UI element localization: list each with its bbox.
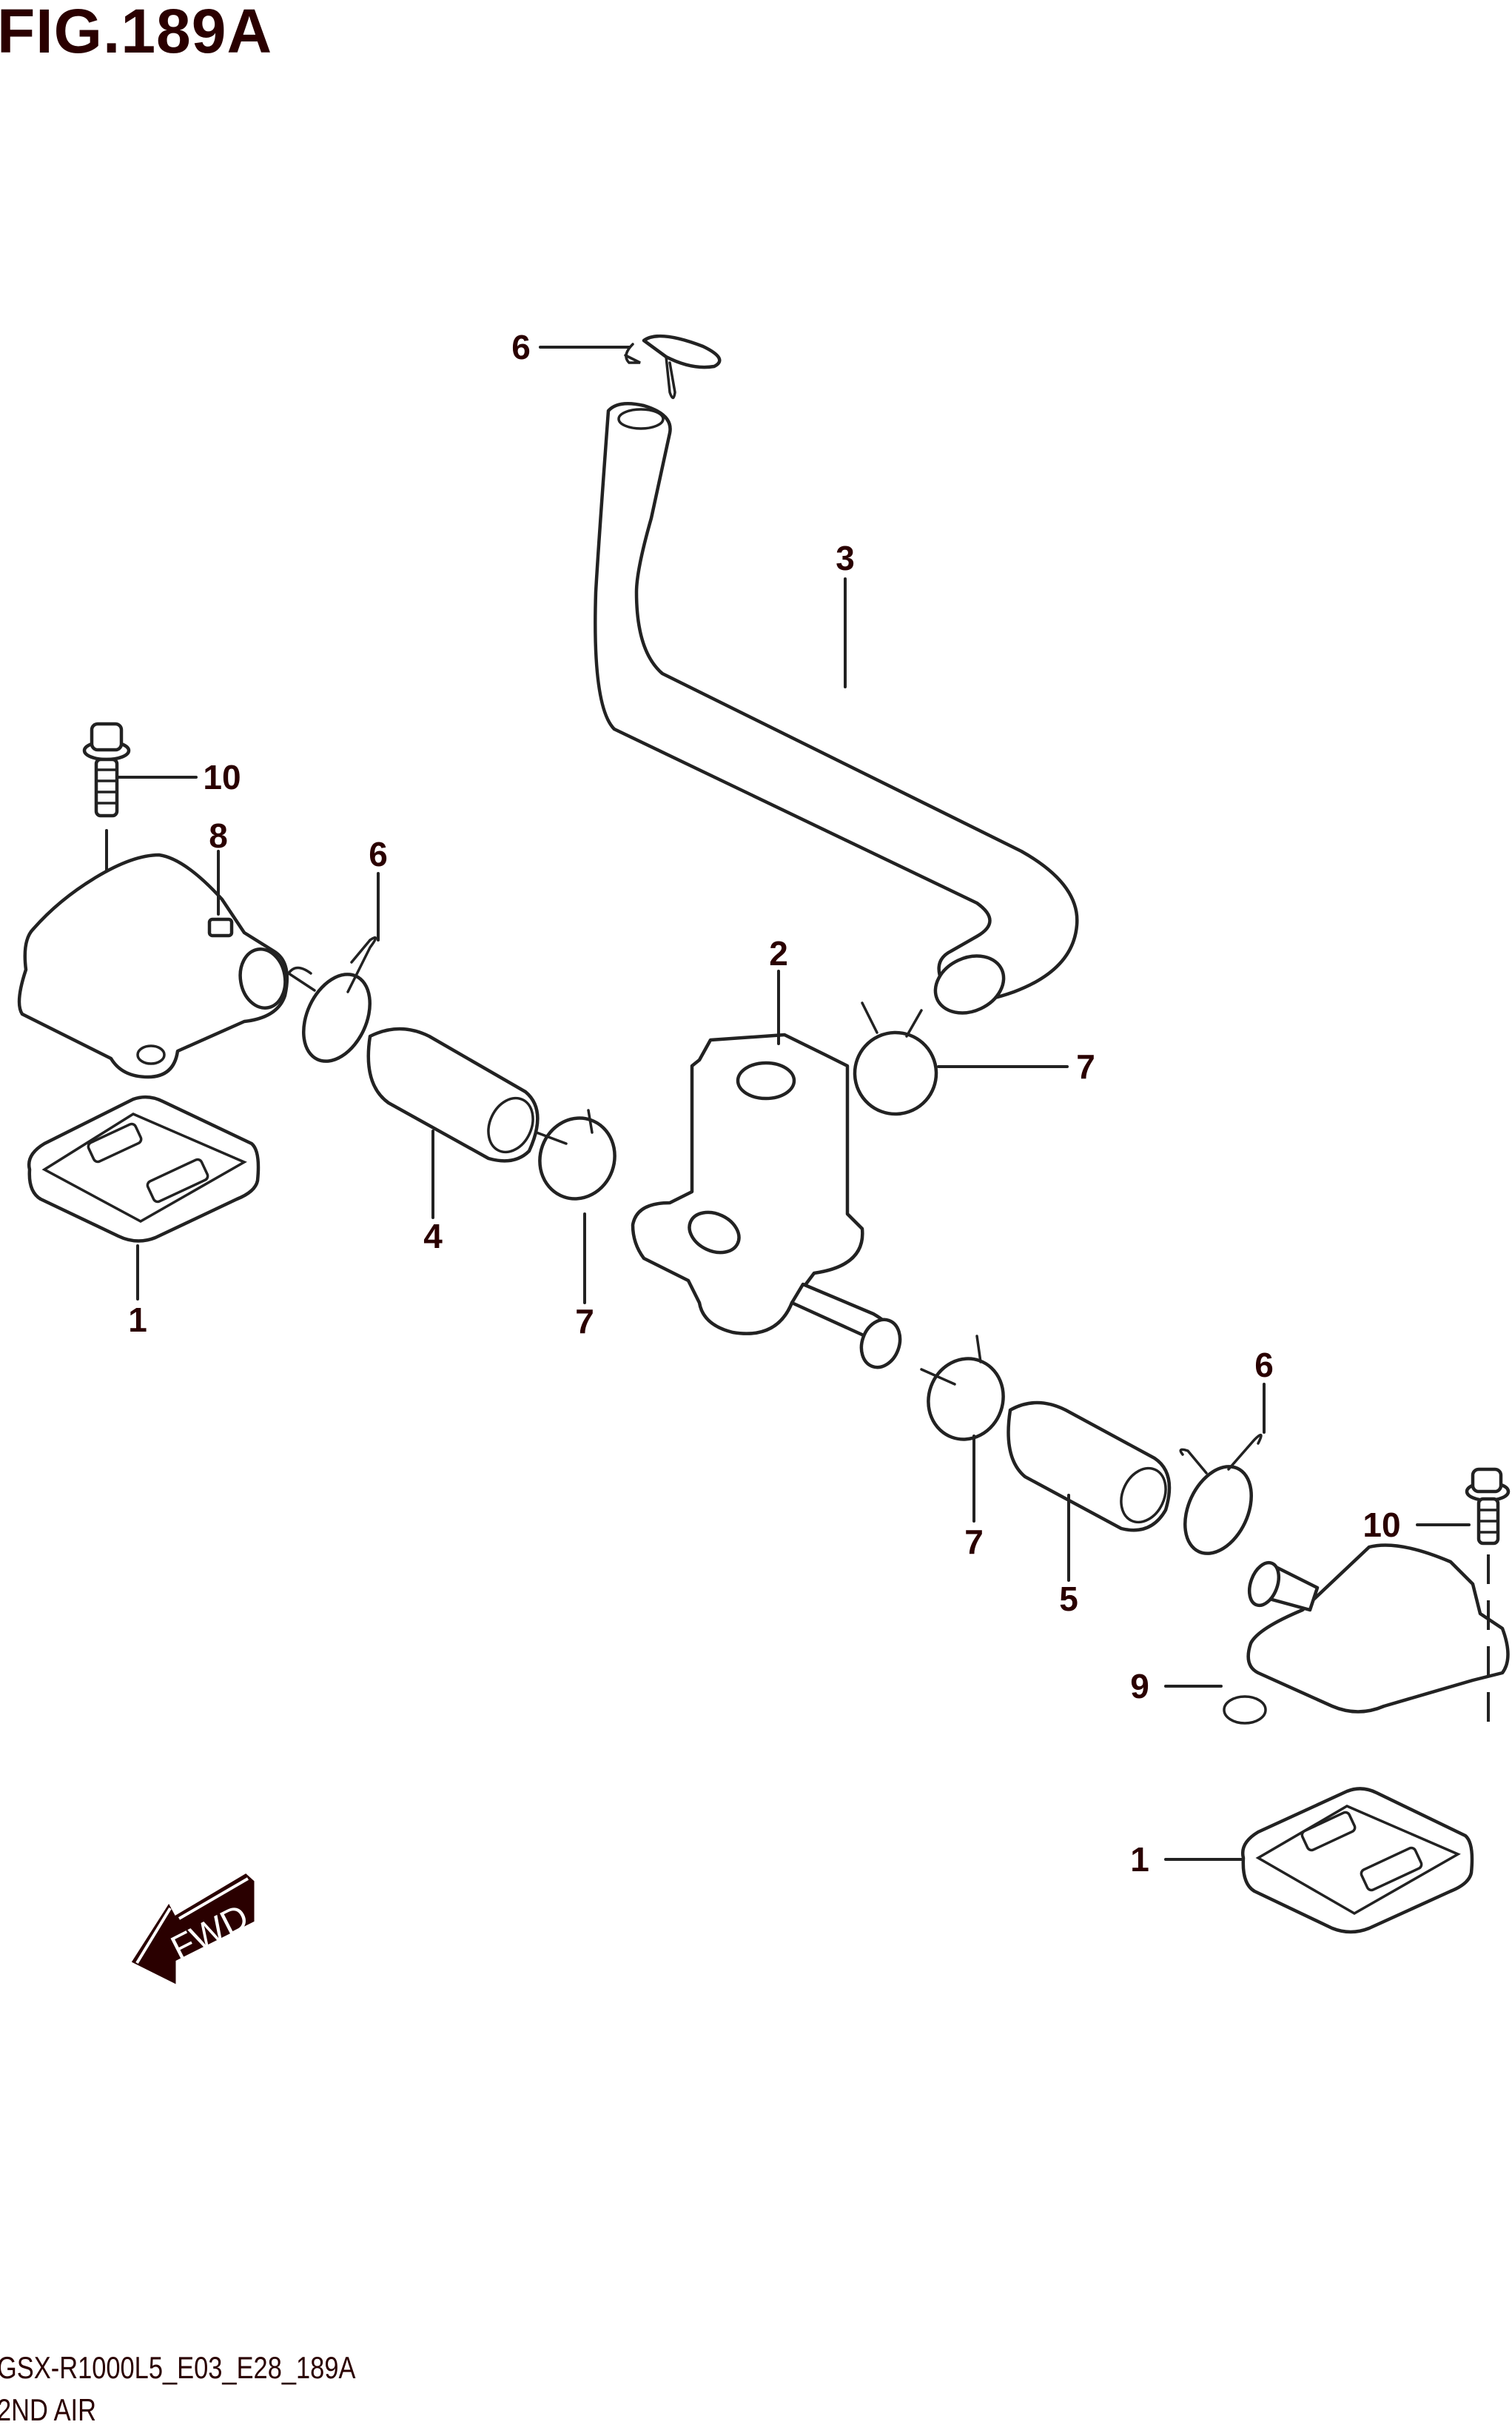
- callout-7-center[interactable]: 7: [575, 1302, 594, 1341]
- callout-5[interactable]: 5: [1059, 1580, 1078, 1618]
- callout-7-right[interactable]: 7: [1076, 1047, 1095, 1086]
- part-1-gasket-right[interactable]: [1164, 1787, 1474, 1934]
- callout-6-right[interactable]: 6: [1254, 1346, 1274, 1384]
- callout-10-right[interactable]: 10: [1363, 1506, 1401, 1544]
- part-9-reed-valve-cover-right[interactable]: [1164, 1543, 1510, 1725]
- callout-1-left[interactable]: 1: [128, 1301, 147, 1339]
- part-7-clamp-center[interactable]: [528, 1107, 626, 1209]
- part-2-air-control-valve[interactable]: [631, 1033, 907, 1373]
- part-4-hose[interactable]: [366, 1027, 542, 1163]
- part-10-bolt-left[interactable]: [82, 722, 131, 882]
- part-6-clip-top[interactable]: [624, 334, 722, 400]
- part-3-hose[interactable]: [594, 401, 1079, 1024]
- callout-7-lower[interactable]: 7: [964, 1523, 984, 1561]
- callout-2[interactable]: 2: [769, 934, 788, 973]
- callout-8[interactable]: 8: [209, 816, 228, 855]
- callout-6-top[interactable]: 6: [511, 328, 531, 366]
- model-code: GSX-R1000L5_E03_E28_189A: [0, 2350, 356, 2385]
- callout-9[interactable]: 9: [1130, 1667, 1149, 1705]
- fwd-arrow-icon: FWD: [131, 1873, 255, 1984]
- part-6-clip-right[interactable]: [1172, 1383, 1266, 1564]
- part-7-clamp-right[interactable]: [844, 1001, 948, 1125]
- figure-title: FIG.189A: [0, 0, 273, 66]
- part-1-gasket-left[interactable]: [27, 1095, 261, 1301]
- section-name: 2ND AIR: [0, 2392, 96, 2427]
- callout-10-left[interactable]: 10: [203, 758, 241, 796]
- part-8-reed-valve-cover-left[interactable]: [17, 853, 289, 1079]
- part-6-clip-left[interactable]: [286, 936, 383, 1072]
- callout-4[interactable]: 4: [423, 1217, 443, 1255]
- callout-6-left[interactable]: 6: [369, 835, 388, 873]
- part-7-clamp-lower[interactable]: [917, 1335, 1015, 1523]
- part-10-bolt-right[interactable]: [1416, 1467, 1511, 1736]
- part-5-hose[interactable]: [1007, 1400, 1175, 1582]
- callout-3[interactable]: 3: [836, 539, 855, 577]
- callout-1-right[interactable]: 1: [1130, 1840, 1149, 1879]
